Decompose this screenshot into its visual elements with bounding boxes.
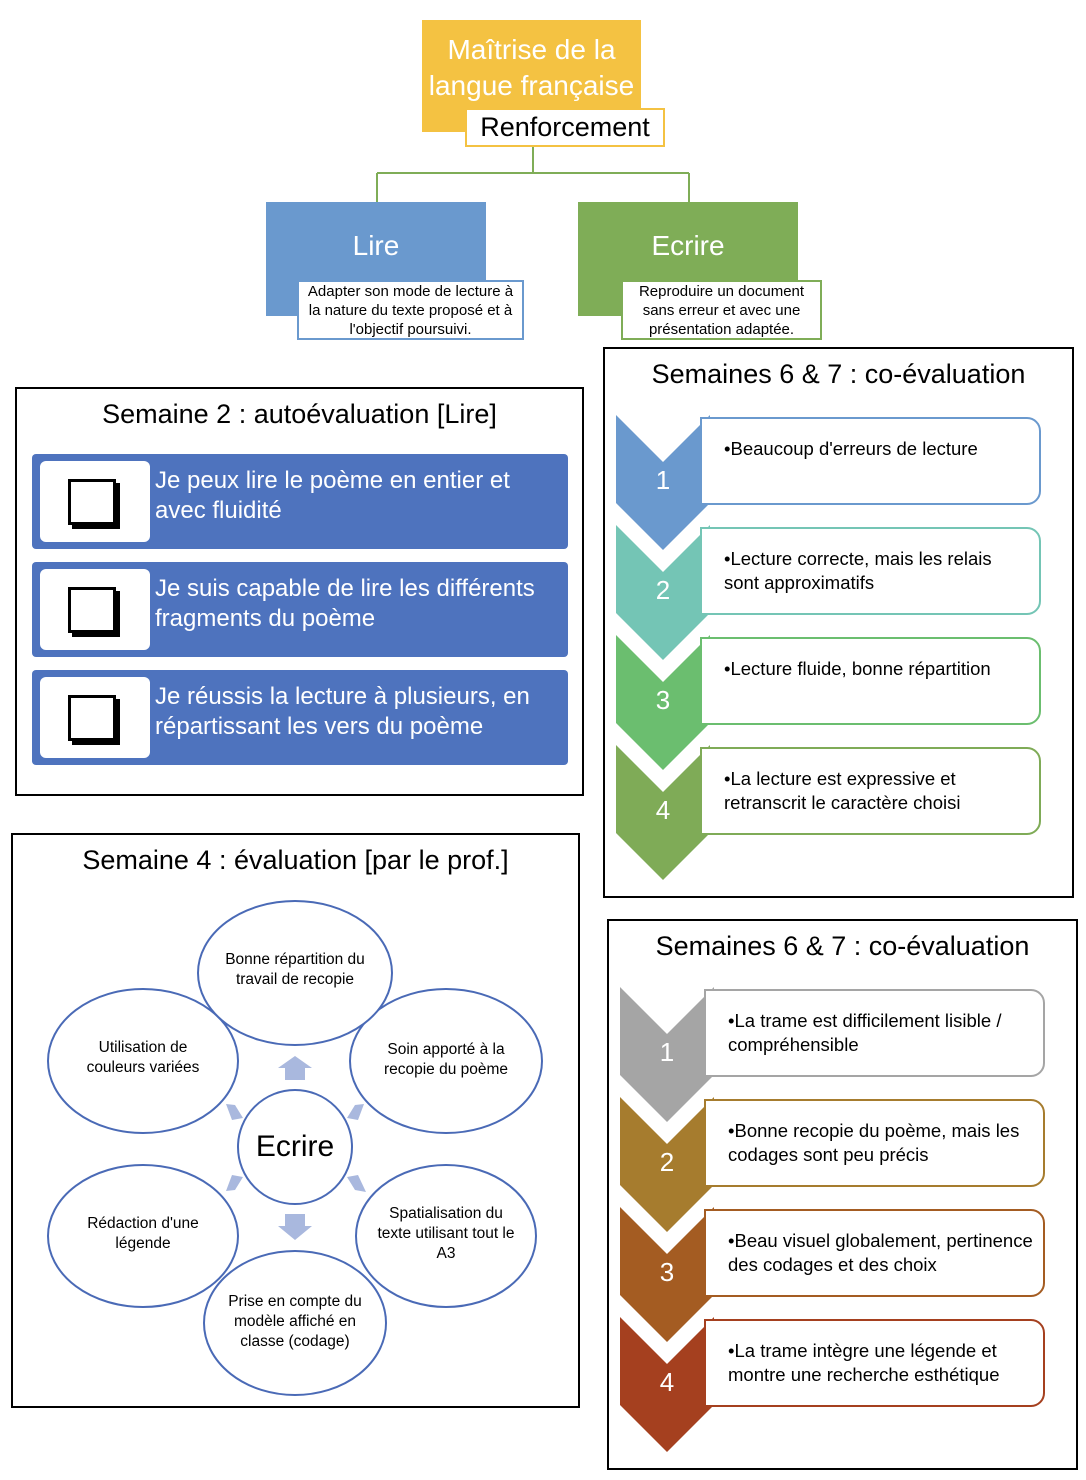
level-number: 3	[659, 1257, 675, 1287]
level-number: 1	[659, 1037, 675, 1067]
arrow-upright-icon	[347, 1104, 364, 1120]
semaine2-title: Semaine 2 : autoévaluation [Lire]	[102, 399, 497, 429]
checkbox-container	[40, 461, 150, 542]
arrow-down-icon	[278, 1214, 312, 1240]
cycle-node	[197, 900, 393, 1046]
level-chevron	[620, 1097, 714, 1232]
level-chevron	[620, 987, 714, 1122]
semaine4-title: Semaine 4 : évaluation [par le prof.]	[82, 845, 509, 875]
cycle-node-label: Spatialisation du texte utilisant tout l…	[377, 1205, 515, 1262]
checkbox-icon[interactable]	[68, 695, 116, 741]
checkbox-container	[40, 677, 150, 758]
cycle-node	[355, 1164, 537, 1308]
level-chevron	[616, 525, 710, 660]
cycle-center	[237, 1089, 353, 1205]
level-number: 4	[659, 1367, 675, 1397]
hierarchy-connectors	[376, 147, 690, 202]
branch-lire-label: Lire	[352, 230, 400, 261]
cycle-node	[349, 988, 543, 1134]
checklist-item: Je peux lire le poème en entier et avec …	[32, 454, 568, 549]
checkbox-container	[40, 569, 150, 650]
branch-ecrire-label: Ecrire	[651, 230, 725, 261]
level-description-box: Beau visuel globalement, pertinence des …	[704, 1209, 1045, 1297]
arrow-upleft-icon	[226, 1104, 243, 1120]
checklist-item: Je suis capable de lire les différents f…	[32, 562, 568, 657]
level-chevron	[620, 1207, 714, 1342]
branch-ecrire-desc: Reproduire un document sans erreur et av…	[621, 280, 822, 340]
checkbox-icon[interactable]	[68, 479, 116, 525]
level-description-box: Bonne recopie du poème, mais les codages…	[704, 1099, 1045, 1187]
level-chevron	[616, 635, 710, 770]
cycle-node-label: Soin apporté à la recopie du poème	[383, 1041, 509, 1078]
semaine2-panel: Semaine 2 : autoévaluation [Lire] Je peu…	[15, 387, 584, 796]
level-description-box: Lecture correcte, mais les relais sont a…	[700, 527, 1041, 615]
level-description: La trame intègre une légende et montre u…	[728, 1340, 1000, 1385]
arrow-icons	[226, 1056, 366, 1240]
level-description: Lecture correcte, mais les relais sont a…	[724, 548, 992, 593]
level-description: La lecture est expressive et retranscrit…	[724, 768, 960, 813]
cycle-node	[47, 988, 239, 1134]
arrow-downleft-icon	[226, 1175, 243, 1191]
checklist-item-label: Je peux lire le poème en entier et avec …	[155, 467, 510, 524]
top-node-title: Maîtrise de la langue française	[428, 34, 635, 101]
arrow-up-icon	[278, 1056, 312, 1080]
level-description: Lecture fluide, bonne répartition	[724, 658, 991, 679]
level-number: 2	[659, 1147, 675, 1177]
cycle-node	[203, 1250, 387, 1396]
cycle-node	[47, 1164, 239, 1308]
level-number: 4	[655, 795, 671, 825]
level-chevron	[616, 745, 710, 880]
top-node-subtitle: Renforcement	[465, 108, 665, 147]
checklist-item-label: Je réussis la lecture à plusieurs, en ré…	[155, 683, 530, 740]
level-chevron	[616, 415, 710, 550]
cycle-node-label: Rédaction d'une légende	[87, 1215, 199, 1252]
cycle-center-label: Ecrire	[255, 1130, 335, 1163]
level-description: Beau visuel globalement, pertinence des …	[728, 1230, 1033, 1275]
level-description-box: Lecture fluide, bonne répartition	[700, 637, 1041, 725]
level-number: 3	[655, 685, 671, 715]
arrow-downright-icon	[347, 1175, 366, 1192]
checklist-item: Je réussis la lecture à plusieurs, en ré…	[32, 670, 568, 765]
level-number: 2	[655, 575, 671, 605]
branch-lire-desc: Adapter son mode de lecture à la nature …	[297, 280, 524, 340]
level-description-box: La lecture est expressive et retranscrit…	[700, 747, 1041, 835]
coeval-ecrire-title: Semaines 6 & 7 : co-évaluation	[655, 931, 1030, 961]
checkbox-icon[interactable]	[68, 587, 116, 633]
level-description-box: Beaucoup d'erreurs de lecture	[700, 417, 1041, 505]
cycle-node-label: Utilisation de couleurs variées	[86, 1039, 200, 1076]
level-description: Beaucoup d'erreurs de lecture	[724, 438, 978, 459]
cycle-node-label: Prise en compte du modèle affiché en cla…	[228, 1293, 362, 1350]
checklist-item-label: Je suis capable de lire les différents f…	[155, 575, 535, 632]
coeval-lire-title: Semaines 6 & 7 : co-évaluation	[651, 359, 1026, 389]
level-description-box: La trame intègre une légende et montre u…	[704, 1319, 1045, 1407]
level-number: 1	[655, 465, 671, 495]
level-description: Bonne recopie du poème, mais les codages…	[728, 1120, 1019, 1165]
level-description-box: La trame est difficilement lisible / com…	[704, 989, 1045, 1077]
level-description: La trame est difficilement lisible / com…	[728, 1010, 1001, 1055]
level-chevron	[620, 1317, 714, 1452]
cycle-node-label: Bonne répartition du travail de recopie	[225, 951, 365, 988]
